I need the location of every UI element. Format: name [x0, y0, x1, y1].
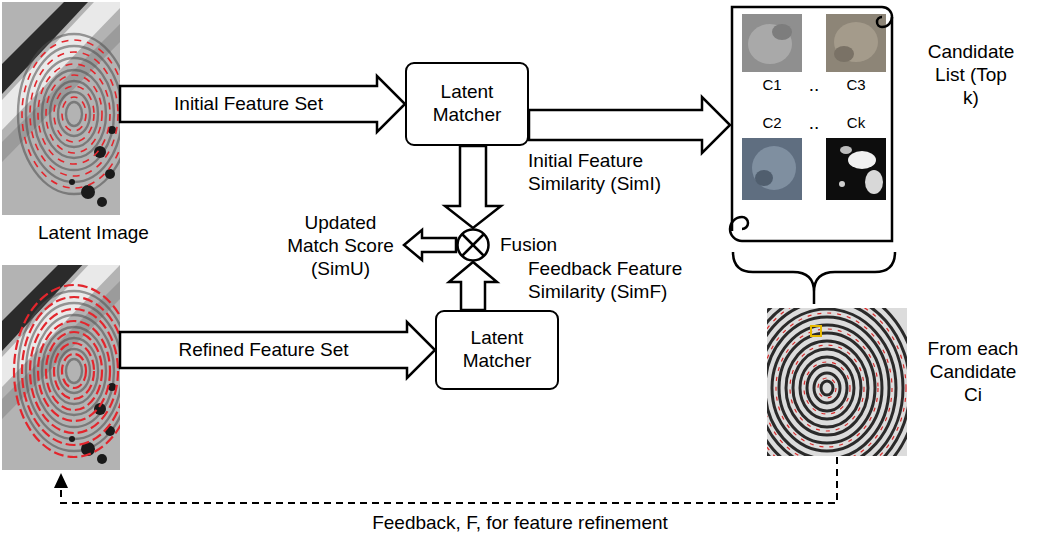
- edge-label: Feedback, F, for feature refinement: [372, 512, 668, 535]
- arrowhead: [54, 473, 68, 488]
- refined-latent-image: [2, 265, 120, 470]
- candidate-thumbnail: [742, 138, 802, 200]
- box-label: Latent Matcher: [445, 327, 549, 373]
- bracket: [733, 252, 895, 304]
- latent-image: [2, 2, 130, 215]
- node-label: Ck: [826, 114, 886, 132]
- latent-image: Latent Image: [2, 2, 120, 215]
- fusion-symbol: [456, 228, 490, 262]
- candidate-thumbnail: [742, 14, 802, 72]
- node-label: C1: [742, 76, 802, 94]
- box-label: Latent Matcher: [415, 81, 519, 127]
- ellipsis: ..: [803, 74, 825, 97]
- node-label: Latent Image: [38, 222, 149, 245]
- node-label: Candidate List (Top k): [925, 41, 1017, 109]
- node-label: Fusion: [500, 234, 557, 257]
- candidate-fingerprint: [737, 285, 917, 491]
- candidate-thumbnail: C1: [742, 14, 802, 72]
- node-label: From each Candidate Ci: [925, 338, 1021, 406]
- node-label: C3: [826, 76, 886, 94]
- candidate-thumbnail: C3: [826, 14, 886, 72]
- fusion-circle: Fusion: [456, 228, 490, 262]
- refined-latent-image: [2, 259, 134, 472]
- block-arrow: [529, 97, 730, 153]
- candidate-thumbnail: [826, 138, 886, 200]
- block-arrow: [120, 76, 405, 132]
- output-arrow: [404, 230, 456, 260]
- edge-label: Feedback Feature Similarity (SimF): [528, 258, 703, 304]
- candidate-thumbnail: Ck: [826, 138, 886, 200]
- arrow-label: Initial Feature Set: [171, 93, 326, 116]
- candidate-thumbnail: C2: [742, 138, 802, 200]
- feedback-arrow: [61, 457, 837, 503]
- candidate-fingerprint: From each Candidate Ci: [767, 308, 907, 456]
- edge-label: Initial Feature Similarity (SimI): [528, 150, 703, 196]
- output-label: Updated Match Score (SimU): [283, 212, 398, 280]
- arrow-label: Refined Feature Set: [175, 339, 351, 362]
- process-box: Latent Matcher: [435, 310, 559, 390]
- ellipsis: ..: [803, 112, 825, 135]
- block-arrow: [120, 322, 435, 378]
- block-arrow: [445, 146, 501, 228]
- block-arrow: [449, 262, 497, 310]
- process-box: Latent Matcher: [405, 62, 529, 146]
- node-label: C2: [742, 114, 802, 132]
